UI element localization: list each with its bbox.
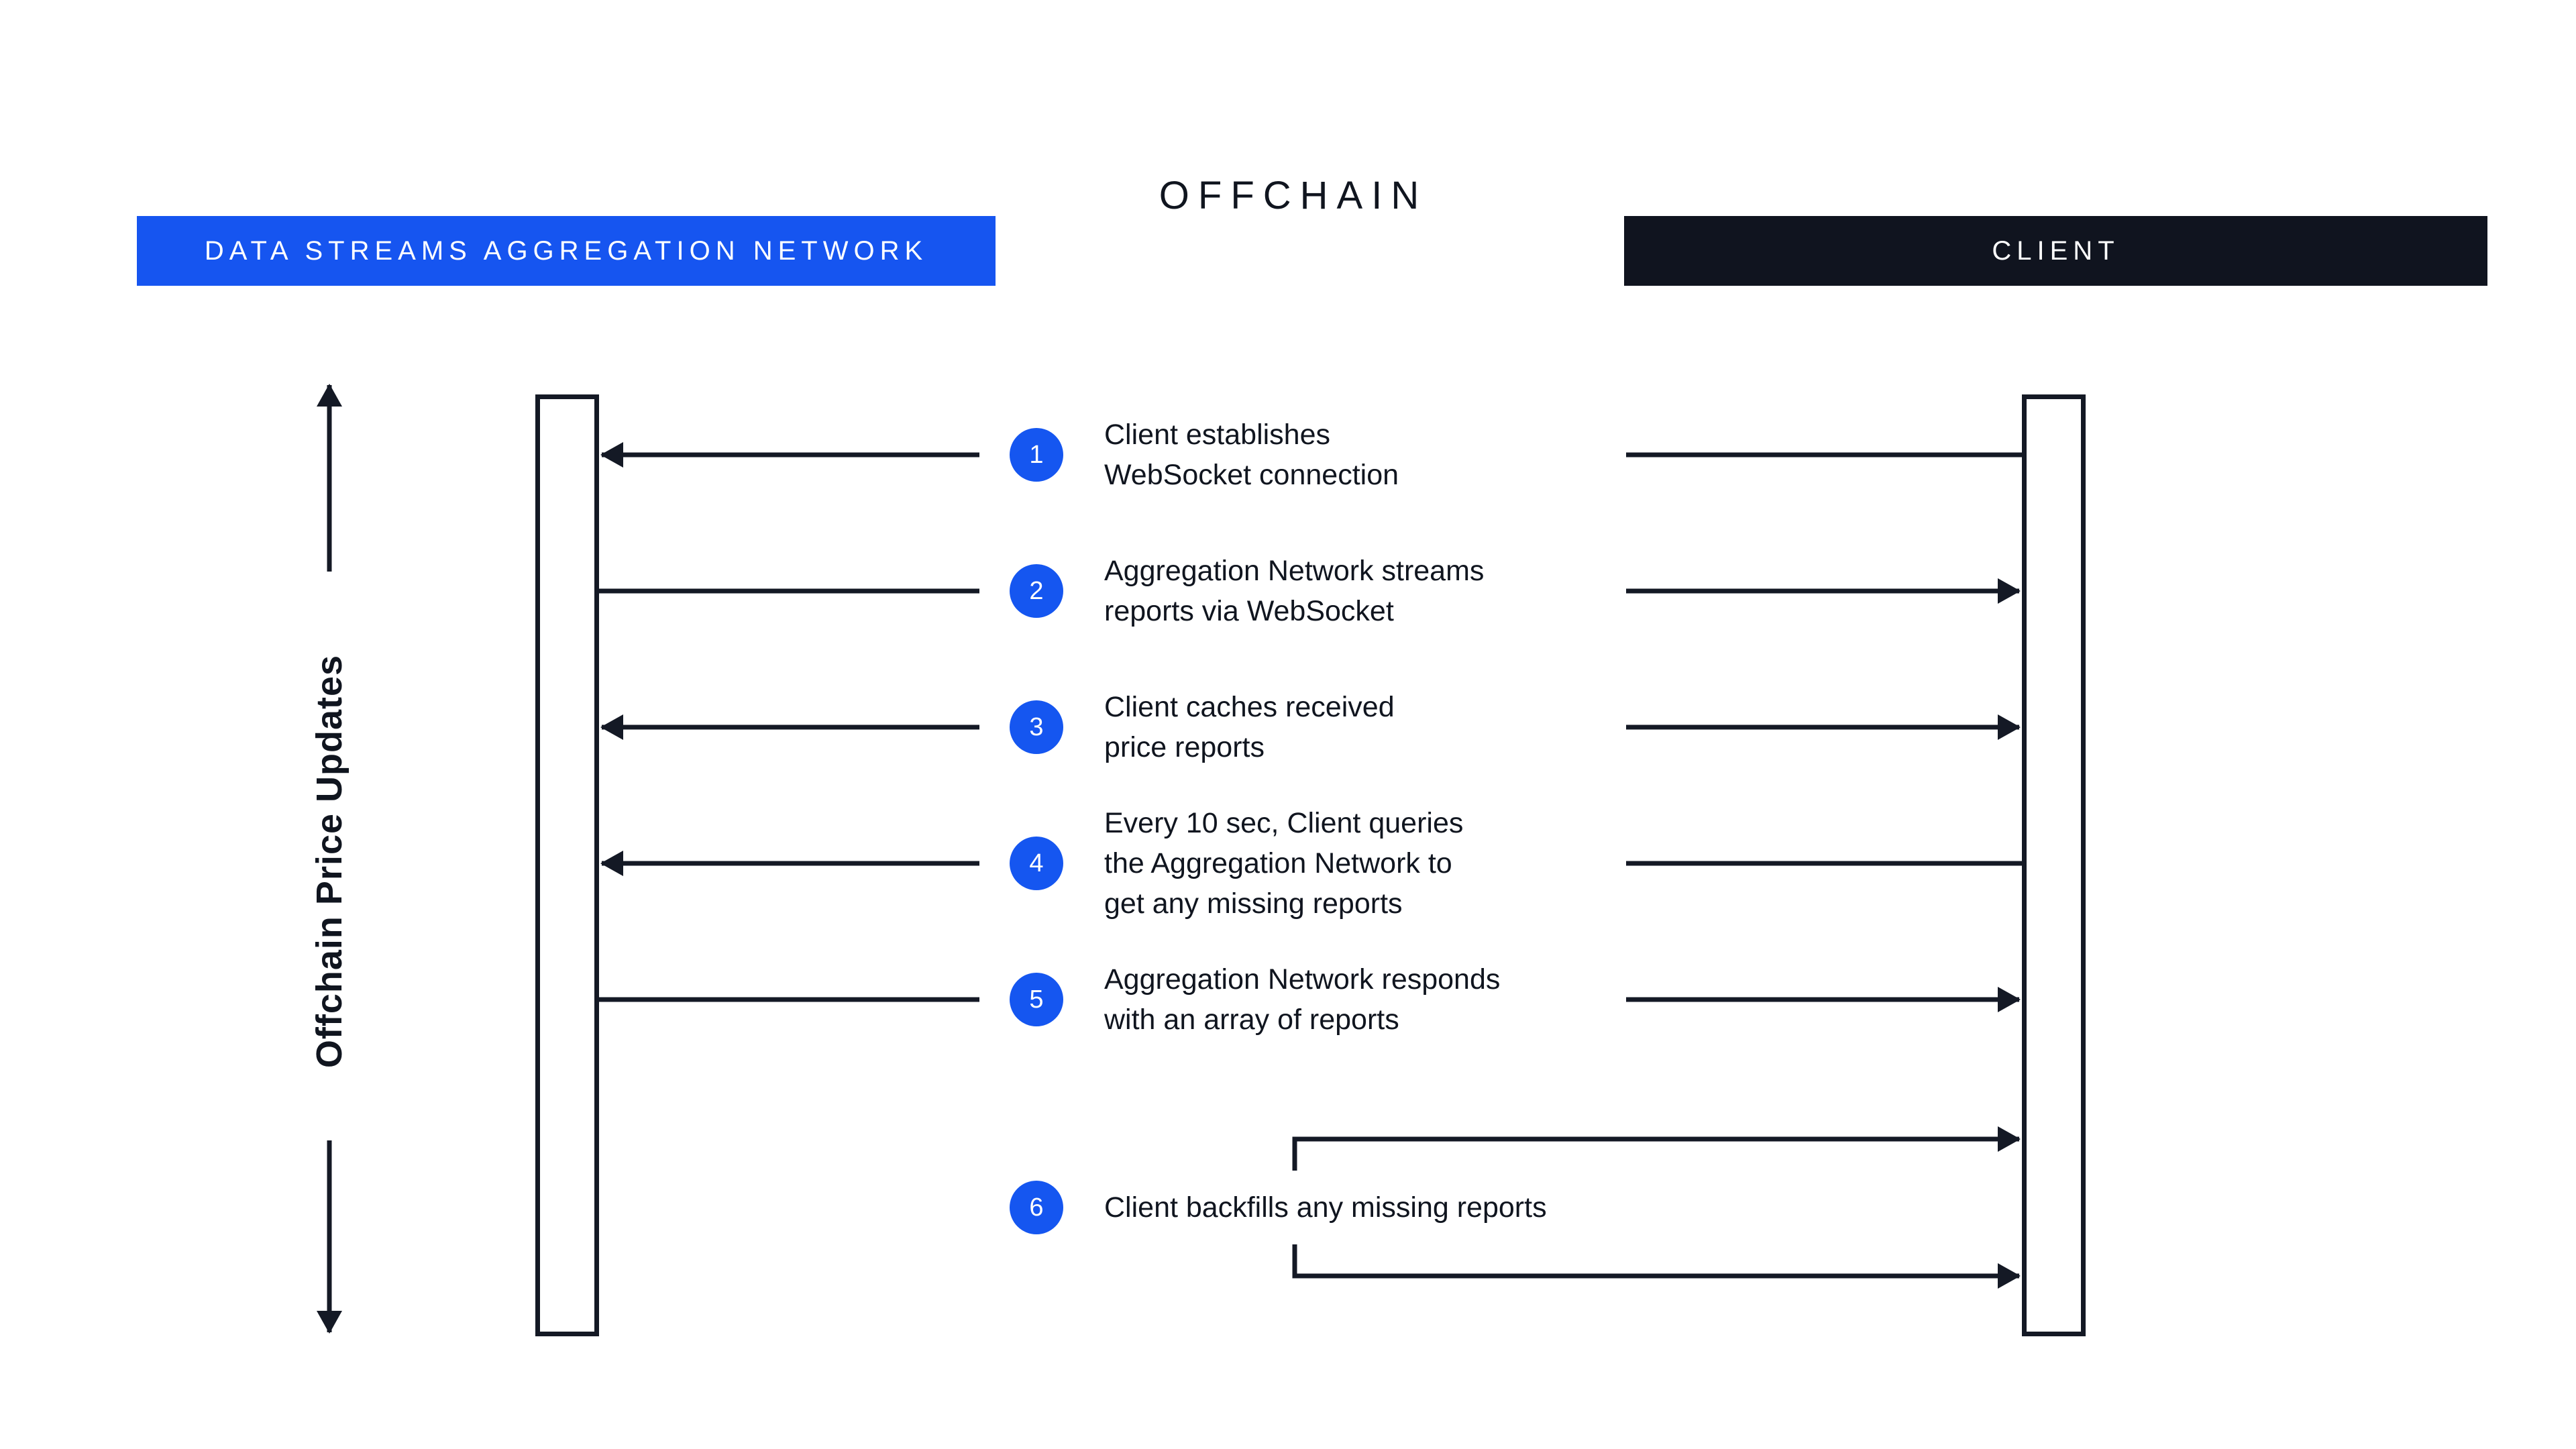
aggregation-network-lifeline-box [535,394,599,1336]
arrow-step-6-client-loop [1292,1126,2021,1289]
step-3-badge: 3 [1010,700,1063,754]
step-5-badge: 5 [1010,973,1063,1026]
page-title: OFFCHAIN [1159,174,1428,217]
lane-header-client: CLIENT [1624,216,2487,286]
step-3-description: Client caches received price reports [1104,691,1395,763]
step-6-description: Client backfills any missing reports [1104,1191,1547,1224]
step-2-badge: 2 [1010,564,1063,618]
lane-header-aggregation-network: DATA STREAMS AGGREGATION NETWORK [137,216,996,286]
offchain-price-updates-label: Offchain Price Updates [309,654,350,1069]
step-2-description: Aggregation Network streams reports via … [1104,555,1485,627]
step-4-description: Every 10 sec, Client queries the Aggrega… [1104,807,1464,920]
client-lifeline-box [2022,394,2086,1336]
step-1-description: Client establishes WebSocket connection [1104,419,1399,491]
step-4-badge: 4 [1010,837,1063,890]
step-6-badge: 6 [1010,1181,1063,1234]
step-1-badge: 1 [1010,428,1063,482]
step-5-description: Aggregation Network responds with an arr… [1104,963,1501,1036]
